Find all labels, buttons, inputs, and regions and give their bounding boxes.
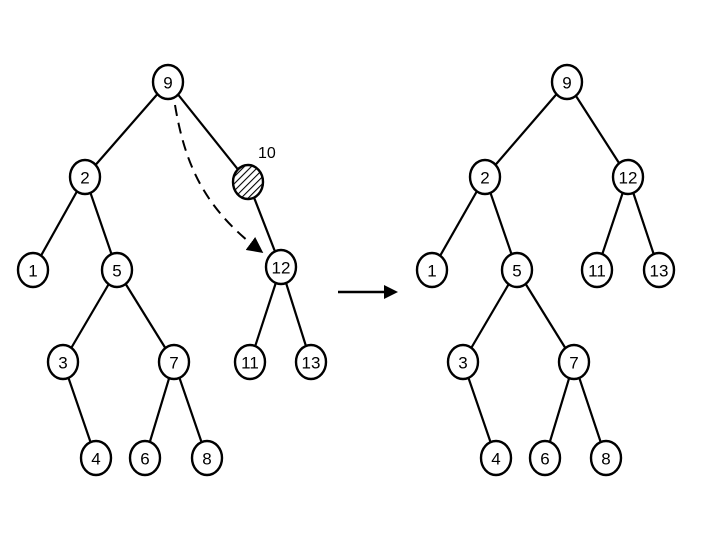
node-label: 12 xyxy=(272,259,291,278)
node-label: 13 xyxy=(302,354,321,373)
tree-node: 3 xyxy=(446,343,480,381)
node-circle xyxy=(100,251,134,289)
node-circle xyxy=(479,439,513,477)
node-circle xyxy=(415,251,449,289)
node-circle xyxy=(151,63,185,101)
tree-node: 1 xyxy=(16,251,50,289)
node-circle xyxy=(157,343,191,381)
node-circle xyxy=(128,439,162,477)
node-circle xyxy=(79,439,113,477)
node-label: 6 xyxy=(540,450,549,469)
tree-node: 6 xyxy=(528,439,562,477)
node-circle xyxy=(611,158,645,196)
tree-node: 11 xyxy=(580,251,614,289)
tree-node: 2 xyxy=(468,158,502,196)
after-nodes: 9 2 12 1 5 11 13 3 7 4 6 8 xyxy=(415,63,676,477)
node-circle xyxy=(550,63,584,101)
tree-node: 3 xyxy=(46,343,80,381)
tree-node: 9 xyxy=(550,63,584,101)
tree-edge xyxy=(62,269,118,363)
tree-node: 9 xyxy=(151,63,185,101)
node-circle xyxy=(46,343,80,381)
node-circle xyxy=(294,343,328,381)
tree-node: 13 xyxy=(294,343,328,381)
node-label: 9 xyxy=(562,74,571,93)
node-circle xyxy=(468,158,502,196)
tree-edge xyxy=(167,81,249,183)
tree-node: 7 xyxy=(157,343,191,381)
tree-node: 13 xyxy=(642,251,676,289)
tree-edge xyxy=(566,81,629,178)
tree-node: 11 xyxy=(233,343,267,381)
tree-edge xyxy=(484,81,568,178)
tree-node: 12 xyxy=(264,248,298,286)
node-label: 4 xyxy=(91,450,100,469)
node-label: 2 xyxy=(80,169,89,188)
node-label: 5 xyxy=(112,262,121,281)
node-circle xyxy=(642,251,676,289)
deleted-node-label: 10 xyxy=(258,145,276,162)
node-circle xyxy=(233,343,267,381)
deleted-node xyxy=(231,163,265,201)
node-label: 1 xyxy=(427,262,436,281)
deleted-node-circle xyxy=(231,163,265,201)
tree-node: 2 xyxy=(68,158,102,196)
before-tree: 9 2 1 5 12 3 7 11 13 4 6 8 10 xyxy=(16,63,328,477)
tree-node: 6 xyxy=(128,439,162,477)
tree-node: 8 xyxy=(190,439,224,477)
node-circle xyxy=(446,343,480,381)
tree-node: 1 xyxy=(415,251,449,289)
tree-node: 8 xyxy=(589,439,623,477)
tree-edge xyxy=(431,176,486,271)
node-label: 12 xyxy=(619,169,638,188)
node-label: 1 xyxy=(28,262,37,281)
node-label: 3 xyxy=(458,354,467,373)
tree-edge xyxy=(116,269,175,363)
tree-edge xyxy=(516,269,575,363)
node-circle xyxy=(589,439,623,477)
tree-node: 7 xyxy=(557,343,591,381)
node-label: 8 xyxy=(202,450,211,469)
node-circle xyxy=(68,158,102,196)
tree-edge xyxy=(32,176,86,271)
before-nodes: 9 2 1 5 12 3 7 11 13 4 6 8 xyxy=(16,63,328,477)
tree-node: 12 xyxy=(611,158,645,196)
node-label: 13 xyxy=(650,262,669,281)
node-circle xyxy=(16,251,50,289)
node-label: 5 xyxy=(512,262,521,281)
node-circle xyxy=(557,343,591,381)
tree-node: 5 xyxy=(500,251,534,289)
node-circle xyxy=(264,248,298,286)
node-label: 6 xyxy=(140,450,149,469)
tree-node: 5 xyxy=(100,251,134,289)
tree-node: 4 xyxy=(479,439,513,477)
node-label: 7 xyxy=(169,354,178,373)
replacement-move-arrow xyxy=(174,104,264,253)
tree-edge xyxy=(462,269,518,363)
node-circle xyxy=(500,251,534,289)
node-label: 4 xyxy=(491,450,500,469)
after-edges xyxy=(431,81,661,459)
node-label: 9 xyxy=(163,74,172,93)
node-label: 11 xyxy=(241,354,259,373)
node-label: 11 xyxy=(588,262,606,281)
after-tree: 9 2 12 1 5 11 13 3 7 4 6 8 xyxy=(415,63,676,477)
node-circle xyxy=(580,251,614,289)
node-label: 7 xyxy=(569,354,578,373)
transform-arrow xyxy=(338,285,398,299)
node-label: 8 xyxy=(601,450,610,469)
node-circle xyxy=(190,439,224,477)
node-circle xyxy=(528,439,562,477)
tree-node: 4 xyxy=(79,439,113,477)
node-label: 2 xyxy=(480,169,489,188)
tree-edge xyxy=(84,81,169,178)
node-label: 3 xyxy=(58,354,67,373)
